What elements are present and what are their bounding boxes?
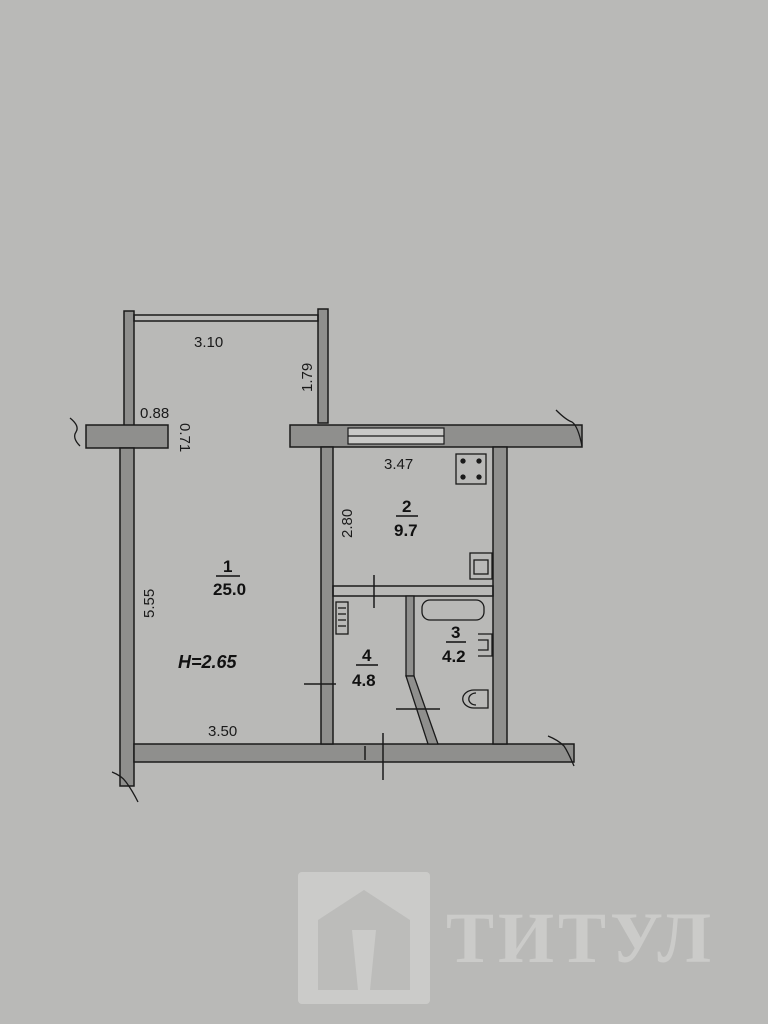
svg-text:4.8: 4.8 [352,671,376,690]
watermark-text: ТИТУЛ [446,898,715,978]
svg-text:4.2: 4.2 [442,647,466,666]
kitchen-window [347,427,445,445]
kitchen-sink-icon [469,552,493,580]
fixtures [335,453,493,709]
toilet-icon [462,689,489,709]
watermark: ТИТУЛ [298,872,715,1004]
dim-kitchen-width: 3.47 [384,456,413,473]
balcony [123,308,329,430]
stove-icon [455,453,487,485]
dim-balcony-width: 3.10 [194,334,223,351]
svg-text:2: 2 [402,497,411,516]
svg-text:1: 1 [223,557,232,576]
ceiling-height: H=2.65 [178,652,238,672]
break-lines [69,409,583,803]
walls [85,424,583,787]
svg-text:4: 4 [362,646,372,665]
dim-balcony-depth: 1.79 [299,363,316,392]
bathroom-partitions [405,595,439,745]
svg-text:9.7: 9.7 [394,521,418,540]
svg-text:25.0: 25.0 [213,580,246,599]
dim-wall-offset: 0.88 [140,405,169,422]
house-shield-logo-icon [298,872,430,1004]
dim-wall-thickness: 0.71 [176,423,193,452]
svg-text:3: 3 [451,623,460,642]
bathtub-icon [421,599,485,621]
dim-room1-width: 3.50 [208,723,237,740]
room-3-label: 3 4.2 [442,623,466,666]
room-1-label: 1 25.0 [213,557,246,599]
room-2-label: 2 9.7 [394,497,418,540]
room-4-label: 4 4.8 [352,646,378,690]
dim-room1-length: 5.55 [141,589,158,618]
door-marks [304,575,440,780]
dim-kitchen-depth: 2.80 [339,509,356,538]
washbasin-icon [478,633,493,657]
cabinet-icon [335,601,349,635]
